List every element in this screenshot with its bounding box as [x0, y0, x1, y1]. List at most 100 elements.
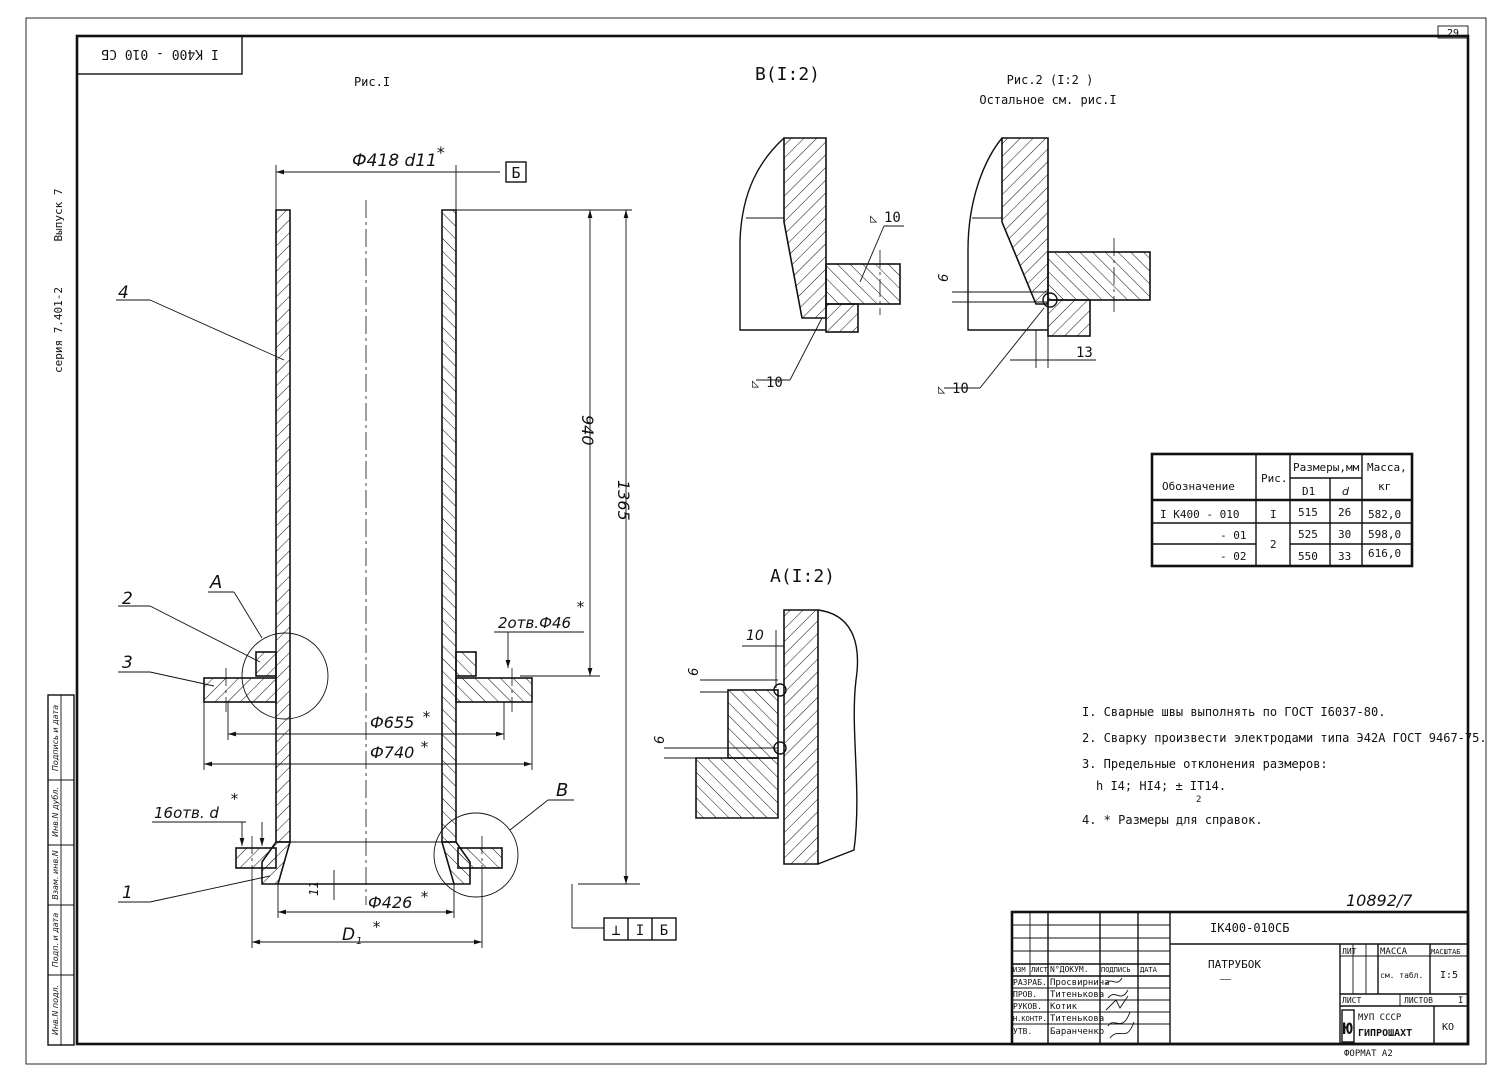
tb-col-doc: N°ДОКУМ.	[1050, 965, 1089, 974]
archive-number: 10892/7	[1346, 891, 1413, 910]
tb-org-ministry: МУП СССР	[1358, 1013, 1402, 1023]
dim-d655-star: *	[422, 708, 431, 726]
callout-B: B	[556, 780, 568, 801]
svg-text:Ю: Ю	[1343, 1019, 1353, 1038]
tbl-r1-fig: I	[1270, 508, 1277, 521]
tbl-h-mass: Масса,	[1367, 461, 1407, 474]
tb-col-data: ДАТА	[1140, 966, 1158, 974]
callout-1: 1	[122, 883, 133, 903]
tbl-h-designation: Обозначение	[1162, 480, 1235, 493]
corner-stamp-text: I К400 - 010 СБ	[101, 46, 219, 61]
note-3b: h I4; HI4; ± IT14.	[1096, 779, 1226, 793]
tbl-h-D1: D1	[1302, 485, 1315, 498]
side-stamp: Подпись и дата Инв.N дубл. Взам. инв.N П…	[47, 694, 75, 1046]
inner-frame	[75, 34, 1470, 1046]
fig1-title: Рис.I	[354, 75, 390, 89]
dim-fig2-6: 6	[937, 274, 952, 282]
callout-2: 2	[122, 589, 133, 609]
tbl-r2-designation: - 01	[1220, 529, 1247, 542]
dim-d655: Ф655	[370, 713, 414, 732]
note-3: 3. Предельные отклонения размеров:	[1082, 757, 1328, 771]
callout-3: 3	[122, 653, 133, 673]
spec-table: Обозначение Рис. Размеры,мм D1 d Масса, …	[1150, 452, 1414, 568]
tbl-h-mass-unit: кг	[1378, 480, 1391, 493]
view-b-detail: 10 ◺ 10 ◺	[739, 137, 904, 391]
fig2-subtitle: Остальное см. рис.I	[979, 93, 1116, 107]
tbl-h-fig: Рис.	[1261, 472, 1288, 485]
dim-d740: Ф740	[370, 743, 414, 762]
tb-org-code: КО	[1442, 1022, 1454, 1033]
tbl-r2-d: 30	[1338, 528, 1351, 541]
weld-fig2: 10	[952, 381, 969, 397]
dim-d418: Ф418 d11	[352, 151, 437, 171]
note-1: I. Сварные швы выполнять по ГОСТ I6037-8…	[1082, 705, 1385, 719]
view-a-detail: 10 6 6	[653, 609, 859, 865]
tbl-r3-d: 33	[1338, 550, 1351, 563]
format-label: ФОРМАТ А2	[1344, 1049, 1393, 1059]
side-stamp-inv-podl: Инв.N подл.	[51, 985, 60, 1035]
side-stamp-inv-dubl: Инв.N дубл.	[51, 787, 60, 837]
tb-col-podp: ПОДПИСЬ	[1101, 966, 1131, 974]
tb-name-3: Котик	[1050, 1002, 1078, 1012]
fig1-callouts: 4 2 3 1 A B	[116, 283, 574, 903]
tbl-h-d: d	[1342, 485, 1350, 498]
tb-name-5: Баранченко	[1050, 1027, 1104, 1037]
tbl-r1-designation: I К400 - 010	[1160, 508, 1239, 521]
dim-d426-star: *	[420, 888, 429, 906]
notes: I. Сварные швы выполнять по ГОСТ I6037-8…	[1082, 705, 1487, 827]
weld-b-lower-tri: ◺	[752, 376, 760, 390]
dim-d426: Ф426	[368, 893, 412, 912]
dim-d740-star: *	[420, 738, 429, 756]
weld-b-upper: 10	[884, 210, 901, 226]
tbl-r3-designation: - 02	[1220, 550, 1247, 563]
fig2-title: Рис.2 (I:2 )	[1007, 73, 1094, 87]
view-b-title: В(I:2)	[755, 64, 820, 85]
issue-label: Выпуск 7	[52, 189, 65, 242]
dim-D1-star: *	[372, 918, 381, 936]
tol-perp-ref: Б	[660, 923, 668, 939]
tb-col-list: ЛИСТ	[1031, 966, 1049, 974]
sheet-number-box: 29	[1437, 25, 1469, 39]
tb-org-name: ГИПРОШАХТ	[1358, 1028, 1412, 1039]
tb-list: ЛИСТ	[1342, 996, 1361, 1005]
side-stamp-podp: Подп. и дата	[51, 913, 60, 968]
dim-holes2: 2отв.Ф46	[498, 614, 571, 632]
note-3b-frac: 2	[1196, 795, 1201, 805]
tbl-r2-D1: 525	[1298, 528, 1318, 541]
tb-listov: ЛИСТОВ	[1404, 996, 1433, 1005]
side-stamp-vzam: Взам. инв.N	[51, 850, 60, 899]
dim-d418-star: *	[436, 143, 446, 162]
dim-1365: 1365	[614, 480, 633, 521]
tb-masshtab: МАСШТАБ	[1431, 948, 1461, 956]
corner-stamp: I К400 - 010 СБ	[76, 35, 243, 75]
note-4: 4. * Размеры для справок.	[1082, 813, 1263, 827]
tb-role-2: ПРОВ.	[1013, 990, 1037, 999]
dim-D1: D	[342, 925, 355, 945]
fig1-main-view	[203, 200, 533, 905]
tbl-r2-fig: 2	[1270, 538, 1277, 551]
tbl-r1-mass: 582,0	[1368, 508, 1401, 521]
dim-holes16-star: *	[230, 790, 239, 808]
dim-940: 940	[578, 415, 597, 446]
tb-part-name: ПАТРУБОК	[1208, 958, 1261, 971]
datum-b: Б	[511, 164, 520, 182]
fig2-detail: 6 13 10 ◺	[937, 137, 1151, 397]
org-logo: Ю	[1341, 1009, 1355, 1043]
tbl-r1-d: 26	[1338, 506, 1351, 519]
tb-role-1: РАЗРАБ.	[1013, 978, 1047, 987]
tb-role-5: УТВ.	[1013, 1027, 1032, 1036]
tb-lit: ЛИТ	[1342, 947, 1357, 956]
signatures	[1105, 977, 1135, 1039]
tbl-h-sizes: Размеры,мм	[1293, 461, 1360, 474]
tb-part-name-under: ——	[1220, 975, 1231, 985]
tolerance-frame	[603, 917, 677, 941]
tb-name-1: Просвирнина	[1050, 978, 1110, 988]
datum-b-box	[505, 161, 527, 183]
view-a-title: А(I:2)	[770, 566, 835, 587]
dim-a-6-lower: 6	[653, 736, 668, 744]
tb-scale-value: I:5	[1440, 970, 1458, 981]
dim-a-6-upper: 6	[687, 668, 702, 676]
tbl-r2-mass: 598,0	[1368, 528, 1401, 541]
tb-listov-value: I	[1458, 996, 1463, 1006]
